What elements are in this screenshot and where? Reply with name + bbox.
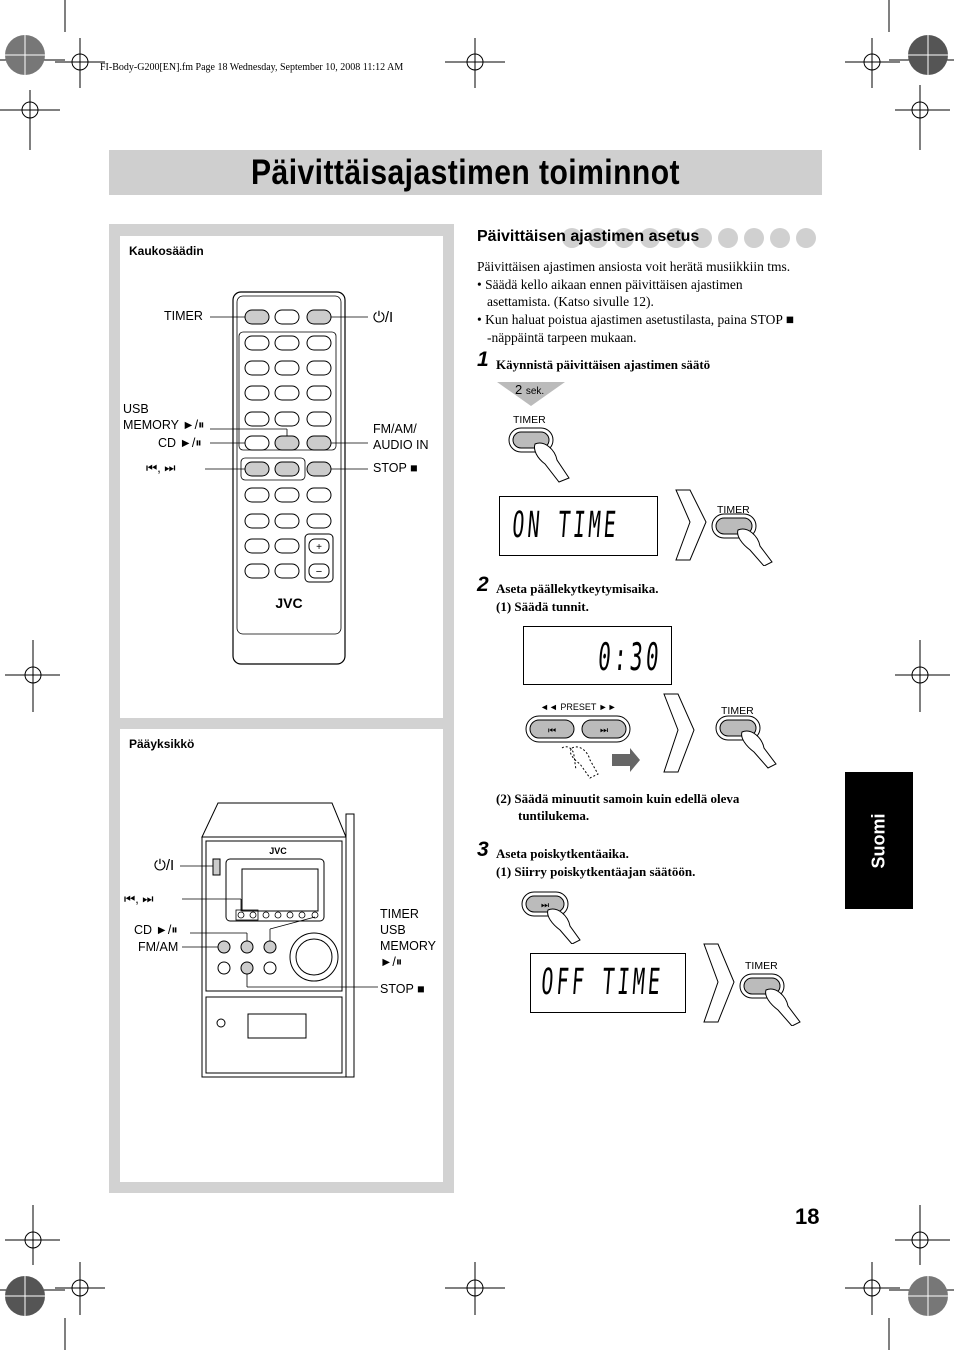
remote-heading: Kaukosäädin — [129, 244, 204, 258]
svg-text:+: + — [316, 542, 322, 553]
hold-duration-number: 2 — [515, 382, 523, 397]
page-number: 18 — [795, 1204, 820, 1229]
step1-timer-label: TIMER — [513, 414, 546, 426]
step-1-number: 1 — [477, 348, 489, 371]
svg-text:⏭: ⏭ — [541, 901, 549, 911]
main-stop-label: STOP ■ — [380, 982, 425, 996]
bullet-1-line-2: asettamista. (Katso sivulle 12). — [487, 294, 654, 309]
step2-next-arrow-and-timer — [663, 693, 777, 773]
step3-next-button-press: ⏭ — [521, 891, 581, 944]
main-timer-label: TIMER — [380, 907, 419, 921]
page-title: Päivittäisajastimen toiminnot — [251, 153, 680, 192]
lcd-off-time: OFF TIME — [530, 953, 686, 1013]
step1-timer-button-press — [508, 427, 570, 483]
preset-label: ◄◄ PRESET ►► — [540, 702, 617, 712]
main-usb-label: USB — [380, 923, 406, 937]
hold-arrow — [497, 382, 565, 406]
step-3-text: Aseta poiskytkentäaika. — [496, 846, 629, 861]
step-3-sub-1: (1) Siirry poiskytkentäajan säätöön. — [496, 864, 696, 879]
svg-text:−: − — [316, 566, 322, 578]
lcd-on-time-text: ON TIME — [510, 505, 621, 546]
step-2-sub-2-line-2: tuntilukema. — [518, 808, 590, 823]
section-title: Päivittäisen ajastimen asetus — [477, 228, 700, 245]
remote-usb-label: USB — [123, 402, 149, 416]
preset-buttons-press: ⏮ ⏭ — [525, 715, 640, 779]
step-2-sub-2-line-1: (2) Säädä minuutit samoin kuin edellä ol… — [496, 791, 740, 806]
bullet-2-line-1: • Kun haluat poistua ajastimen asetustil… — [477, 312, 794, 327]
bullet-1-line-1: • Säädä kello aikaan ennen päivittäisen … — [477, 277, 743, 292]
remote-control-drawing: + − JVC — [205, 291, 368, 665]
remote-fmam-label: FM/AM/ — [373, 422, 417, 436]
lcd-on-time: ON TIME — [499, 496, 658, 556]
remote-power-label: ⏻/I — [373, 309, 394, 326]
hold-duration: 2 sek. — [515, 382, 544, 397]
step1-next-arrow-and-timer — [675, 489, 773, 566]
step-2-number: 2 — [477, 573, 489, 596]
file-meta-header: FI-Body-G200[EN].fm Page 18 Wednesday, S… — [100, 62, 404, 73]
main-memory-label: MEMORY — [380, 939, 437, 953]
main-playpause-label: ►/⏸ — [380, 955, 403, 969]
remote-brand-logo: JVC — [275, 595, 302, 611]
remote-stop-label: STOP ■ — [373, 461, 418, 475]
step3-timer-label: TIMER — [745, 960, 778, 972]
lcd-time: 0:30 — [523, 626, 672, 685]
svg-text:⏭: ⏭ — [600, 726, 608, 736]
remote-memory-label: MEMORY ►/⏸ — [123, 418, 205, 432]
remote-skip-label: ⏮, ⏭ — [146, 461, 176, 475]
step3-next-arrow-and-timer — [703, 943, 801, 1026]
main-cd-label: CD ►/⏸ — [134, 923, 178, 937]
step-2-sub-1: (1) Säädä tunnit. — [496, 599, 589, 614]
page-title-bar: Päivittäisajastimen toiminnot — [109, 150, 822, 195]
main-skip-label: ⏮, ⏭ — [124, 892, 154, 906]
remote-cd-label: CD ►/⏸ — [158, 436, 202, 450]
hold-duration-unit: sek. — [525, 386, 545, 397]
language-tab: Suomi — [845, 772, 913, 909]
main-fmam-label: FM/AM — [138, 940, 179, 954]
step-1-text: Käynnistä päivittäisen ajastimen säätö — [496, 357, 711, 372]
step1-timer-label-2: TIMER — [717, 504, 750, 516]
main-unit-drawing: JVC — [180, 802, 378, 1078]
step2-timer-label: TIMER — [721, 705, 754, 717]
section-decoration-dots — [562, 228, 816, 248]
step-2-text: Aseta päällekytkeytymisaika. — [496, 581, 659, 596]
remote-audioin-label: AUDIO IN — [373, 438, 429, 452]
main-power-label: ⏻/I — [154, 857, 175, 874]
remote-timer-label: TIMER — [164, 309, 203, 323]
intro-text: Päivittäisen ajastimen ansiosta voit her… — [477, 259, 791, 274]
main-unit-brand-logo: JVC — [269, 846, 287, 856]
language-tab-label: Suomi — [868, 812, 889, 869]
main-unit-heading: Pääyksikkö — [129, 737, 195, 751]
step-3-number: 3 — [477, 838, 489, 861]
lcd-off-time-text: OFF TIME — [539, 962, 665, 1003]
svg-text:⏮: ⏮ — [548, 726, 556, 736]
lcd-time-text: 0:30 — [596, 635, 664, 679]
bullet-2-line-2: -näppäintä tarpeen mukaan. — [487, 330, 637, 345]
